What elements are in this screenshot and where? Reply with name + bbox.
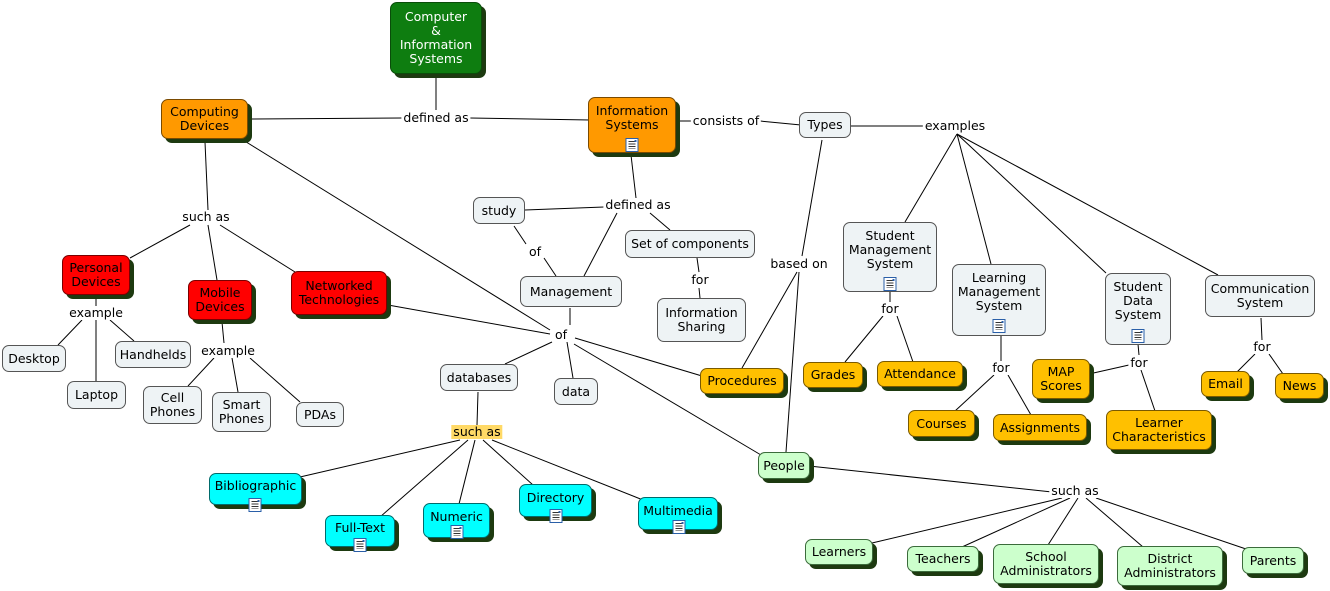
concept-mobile-devices[interactable]: Mobile Devices (188, 280, 252, 320)
document-icon[interactable] (883, 277, 897, 291)
link-such-as-devices: such as (180, 209, 232, 224)
concept-teachers[interactable]: Teachers (907, 546, 979, 572)
concept-full-text[interactable]: Full-Text (325, 515, 395, 547)
link-examples: examples (922, 118, 988, 133)
concept-personal-devices[interactable]: Personal Devices (62, 255, 130, 295)
link-example-personal: example (67, 305, 125, 320)
document-icon[interactable] (1131, 329, 1145, 343)
link-for-comm: for (1251, 339, 1273, 354)
document-icon[interactable] (353, 538, 367, 552)
link-of-main: of (552, 327, 570, 342)
concept-laptop[interactable]: Laptop (67, 381, 126, 409)
concept-types[interactable]: Types (799, 112, 851, 138)
concept-smart-phones[interactable]: Smart Phones (212, 392, 271, 432)
link-for-lms: for (990, 360, 1012, 375)
concept-pdas[interactable]: PDAs (296, 402, 344, 427)
link-example-mobile: example (199, 343, 257, 358)
concept-student-data-system[interactable]: Student Data System (1105, 273, 1171, 345)
concept-networked-technologies[interactable]: Networked Technologies (291, 271, 387, 315)
concept-learner-characteristics[interactable]: Learner Characteristics (1106, 410, 1212, 450)
document-icon[interactable] (672, 520, 686, 534)
document-icon[interactable] (549, 509, 563, 523)
concept-information-sharing[interactable]: Information Sharing (657, 298, 746, 342)
concept-map-scores[interactable]: MAP Scores (1032, 359, 1090, 399)
concept-school-administrators[interactable]: School Administrators (993, 544, 1099, 584)
concept-data[interactable]: data (554, 378, 598, 405)
document-icon[interactable] (248, 498, 262, 512)
concept-courses[interactable]: Courses (908, 410, 975, 437)
concept-people[interactable]: People (758, 452, 810, 479)
concept-news[interactable]: News (1275, 373, 1324, 399)
link-defined-as-is: defined as (603, 197, 673, 212)
document-icon[interactable] (450, 525, 464, 539)
concept-management[interactable]: Management (520, 276, 622, 307)
concept-communication-system[interactable]: Communication System (1205, 275, 1315, 317)
concept-cell-phones[interactable]: Cell Phones (143, 386, 202, 424)
link-for-sms: for (879, 301, 901, 316)
concept-databases[interactable]: databases (440, 364, 518, 391)
document-icon[interactable] (992, 319, 1006, 333)
document-icon[interactable] (625, 138, 639, 152)
concept-information-systems[interactable]: Information Systems (588, 97, 676, 153)
link-consists-of: consists of (690, 113, 762, 128)
link-such-as-people: such as (1049, 483, 1101, 498)
concept-grades[interactable]: Grades (803, 362, 863, 388)
link-defined-as: defined as (401, 110, 471, 125)
link-based-on: based on (768, 256, 830, 271)
link-for-sharing: for (689, 272, 711, 287)
concept-assignments[interactable]: Assignments (993, 414, 1087, 441)
concept-study[interactable]: study (473, 197, 525, 224)
concept-computer-information-systems[interactable]: Computer & Information Systems (390, 2, 482, 74)
concept-desktop[interactable]: Desktop (2, 345, 66, 372)
link-of-study: of (526, 244, 544, 259)
concept-learners[interactable]: Learners (805, 539, 873, 565)
concept-district-administrators[interactable]: District Administrators (1117, 546, 1223, 586)
concept-attendance[interactable]: Attendance (877, 361, 963, 387)
concept-computing-devices[interactable]: Computing Devices (161, 99, 248, 139)
concept-procedures[interactable]: Procedures (700, 368, 784, 394)
concept-set-of-components[interactable]: Set of components (625, 230, 755, 258)
concept-parents[interactable]: Parents (1242, 547, 1304, 574)
concept-bibliographic[interactable]: Bibliographic (209, 473, 302, 505)
concept-email[interactable]: Email (1201, 371, 1250, 397)
link-for-sds: for (1128, 355, 1150, 370)
link-such-as-databases: such as (451, 424, 503, 439)
concept-handhelds[interactable]: Handhelds (115, 341, 191, 368)
